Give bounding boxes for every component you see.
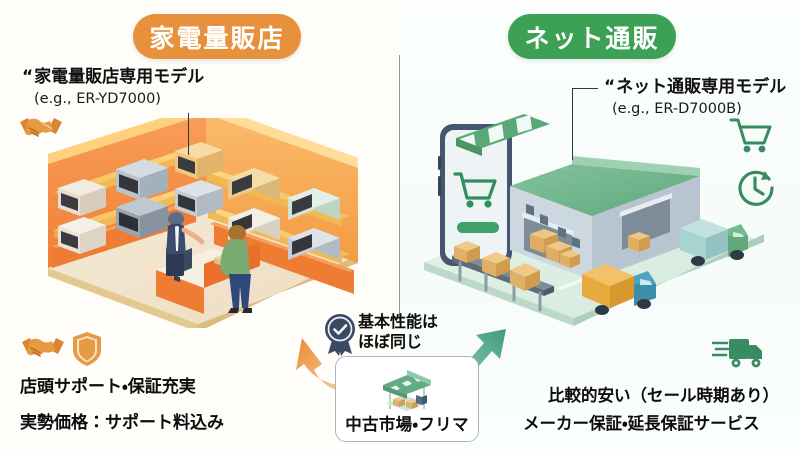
market-stall-icon xyxy=(380,363,434,419)
badge-text: 基本性能は ほぼ同じ xyxy=(358,312,438,352)
right-model-line: “ネット通販専用モデル xyxy=(604,77,787,97)
right-panel-title-pill: ネット通販 xyxy=(508,14,676,59)
right-feature-2: メーカー保証・延長保証サービス xyxy=(523,414,760,433)
right-quote-mark: “ xyxy=(604,77,616,97)
left-feature-2: 実勢価格：サポート料込み xyxy=(20,413,224,433)
badge-text-line1: 基本性能は xyxy=(358,312,439,331)
used-market-box: 中古市場・フリマ xyxy=(335,356,479,442)
left-panel-title: 家電量販店 xyxy=(149,23,285,53)
left-quote-mark: “ xyxy=(22,67,34,87)
left-feature-1: 店頭サポート・保証充実 xyxy=(20,377,196,397)
badge-text-line2: ほぼ同じ xyxy=(358,331,423,351)
clock-arrow-icon xyxy=(733,165,777,209)
handshake-icon xyxy=(18,110,64,144)
shield-icon xyxy=(70,330,104,368)
used-market-label: 中古市場・フリマ xyxy=(345,415,469,434)
retail-store-illustration xyxy=(28,104,380,332)
left-panel-title-pill: 家電量販店 xyxy=(133,14,301,59)
left-callout-leader-line xyxy=(188,113,190,155)
arrow-to-left-panel xyxy=(292,330,362,404)
fast-delivery-truck-icon xyxy=(712,334,768,372)
handshake-icon xyxy=(20,330,66,364)
left-model-example: (e.g., ER-YD7000) xyxy=(34,90,161,107)
left-model-callout: “家電量販店専用モデル (e.g., ER-YD7000) xyxy=(22,67,205,108)
vertical-divider-line xyxy=(399,55,400,323)
right-model-example: (e.g., ER-D7000B) xyxy=(612,100,742,117)
left-model-line: “家電量販店専用モデル xyxy=(22,67,205,87)
shopping-cart-icon xyxy=(728,115,772,157)
right-model-callout: “ネット通販専用モデル (e.g., ER-D7000B) xyxy=(604,77,787,118)
verified-ribbon-icon xyxy=(322,312,358,360)
right-panel-title: ネット通販 xyxy=(524,23,660,53)
right-callout-leader-vertical xyxy=(572,88,574,160)
right-callout-leader-horizontal xyxy=(572,88,598,90)
right-feature-1: 比較的安い（セール時期あり） xyxy=(548,386,779,405)
ecommerce-warehouse-illustration xyxy=(424,49,784,336)
